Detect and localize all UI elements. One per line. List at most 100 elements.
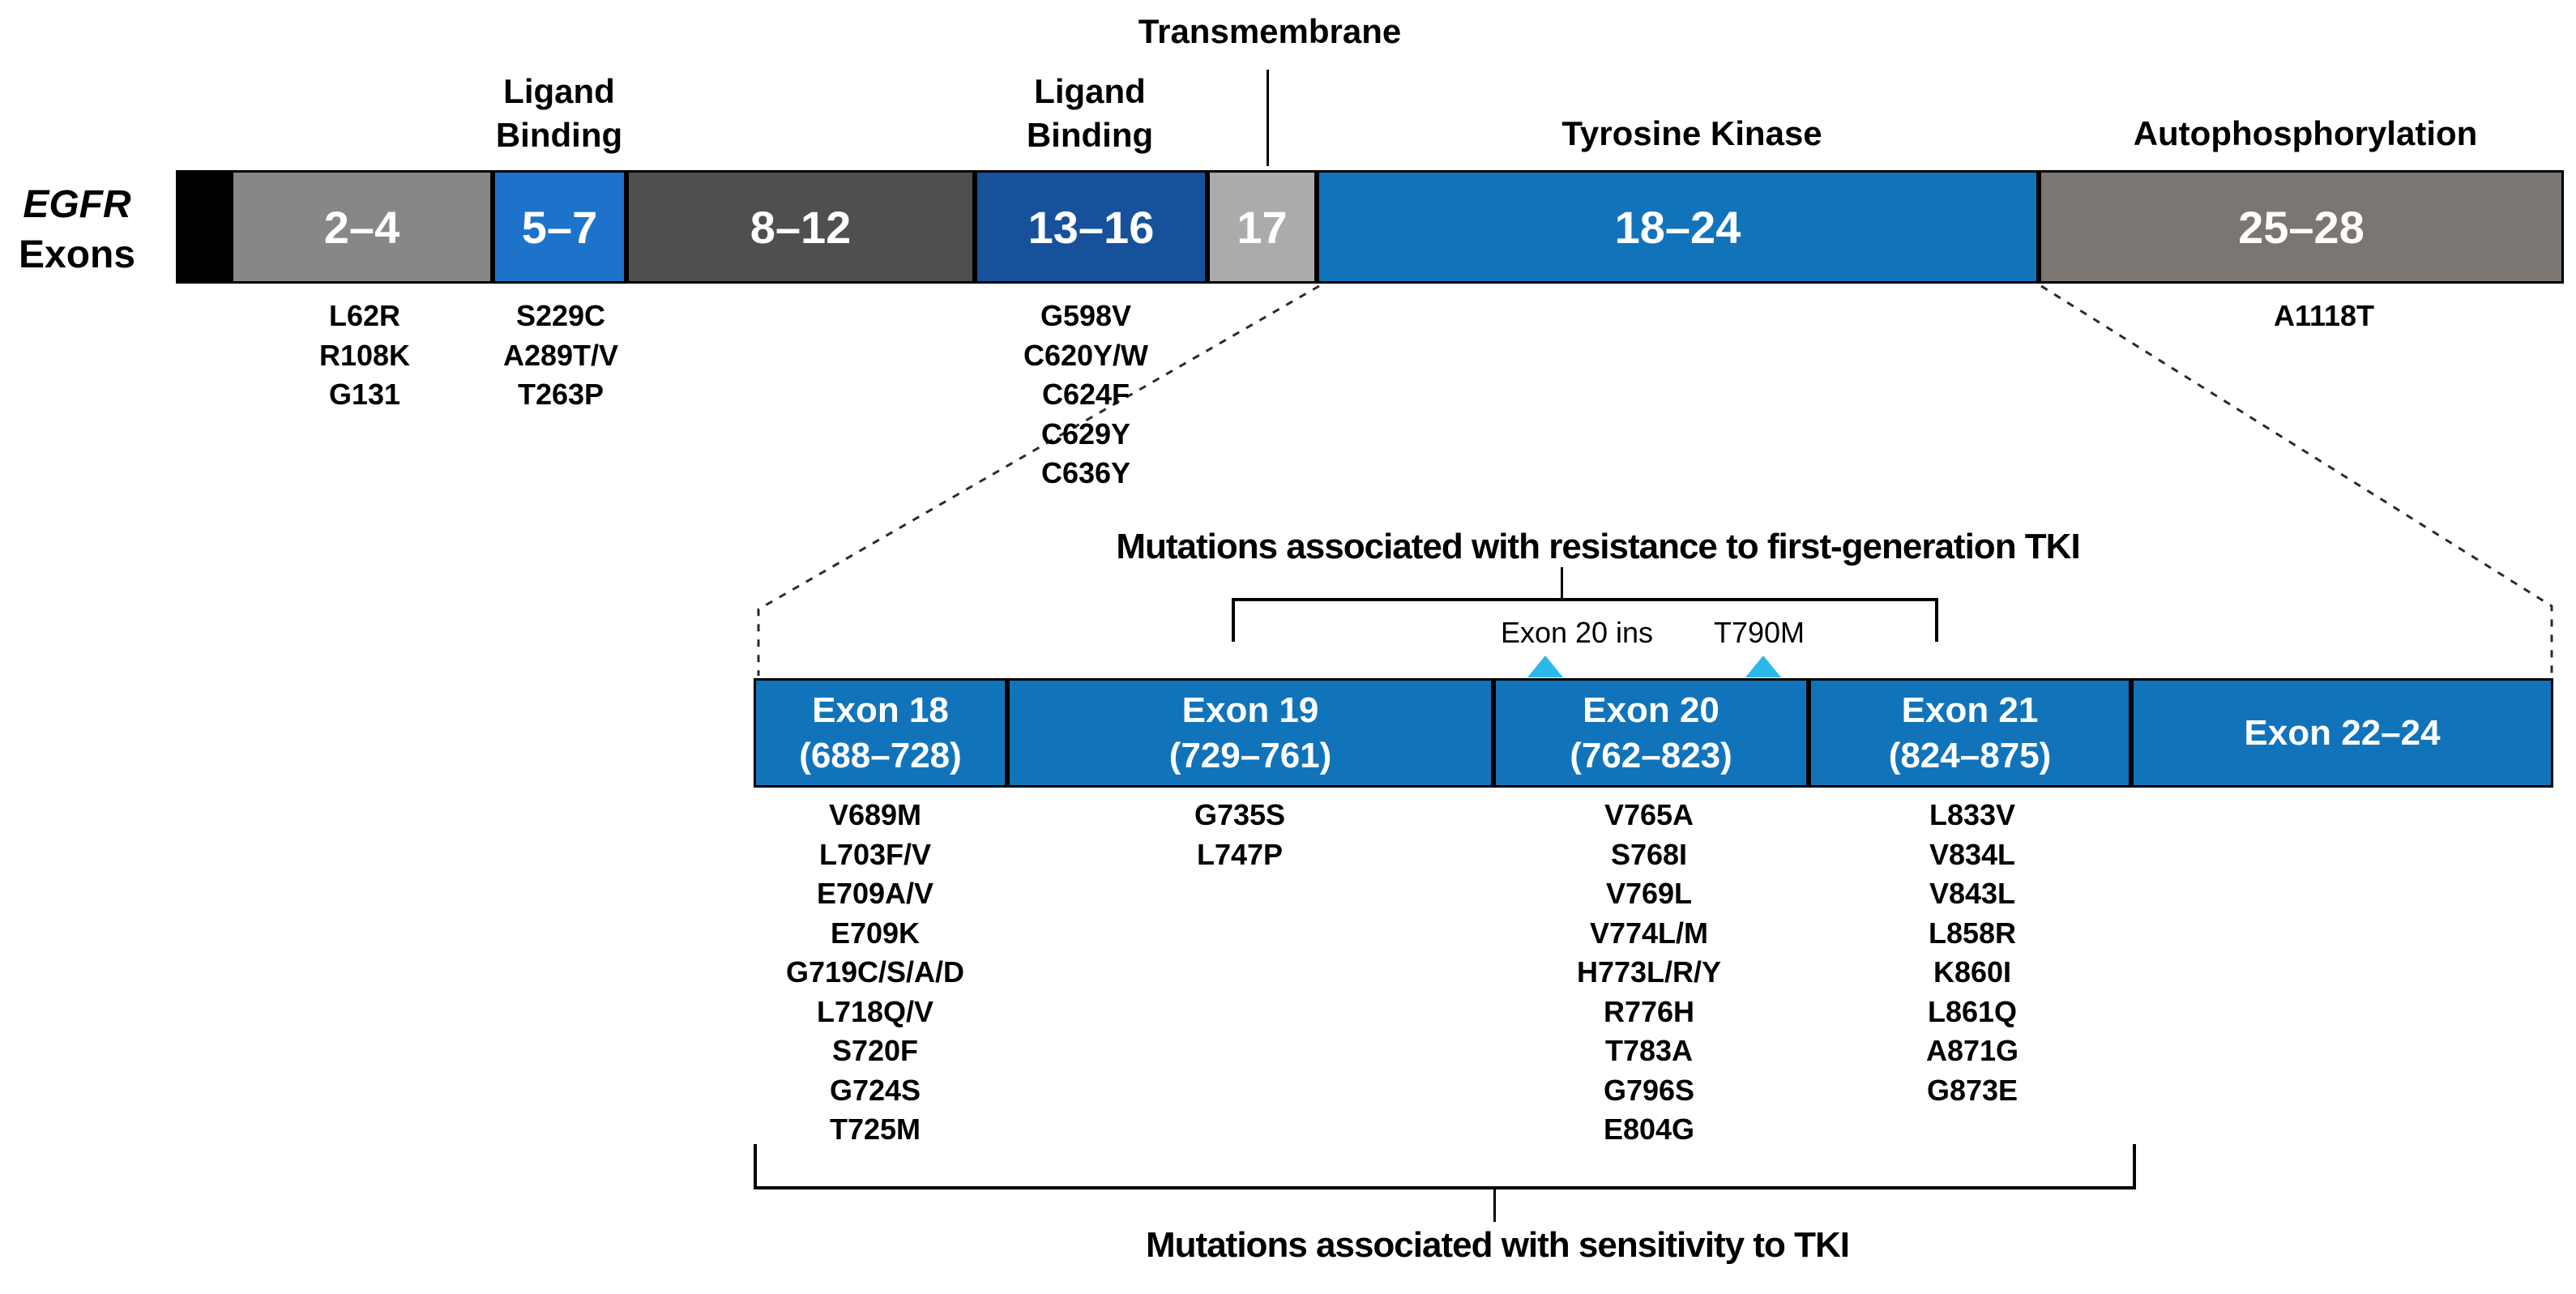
- exon-segment-5-7: 5–7: [493, 170, 626, 284]
- resistance-bracket-right-end: [1935, 598, 1938, 642]
- mutation-label: V769L: [1605, 877, 1693, 910]
- exon-22-24-box: Exon 22–24: [2131, 678, 2553, 788]
- resistance-bracket-left-end: [1232, 598, 1235, 642]
- segment-label: 18–24: [1614, 201, 1741, 253]
- ligand-binding-label-2: Ligand Binding: [1027, 70, 1153, 157]
- mutation-label: T263P: [517, 378, 604, 411]
- mutation-list-exons-2-4: L62R R108K G131: [319, 297, 410, 415]
- mutation-label: G724S: [829, 1073, 921, 1107]
- exon-segment-17: 17: [1207, 170, 1317, 284]
- mutation-label: G796S: [1603, 1073, 1695, 1107]
- ligand-binding-2-line2: Binding: [1026, 116, 1154, 154]
- mutation-label: V843L: [1929, 877, 2016, 910]
- segment-label: 13–16: [1027, 201, 1155, 253]
- exon-segment-leader: [176, 170, 231, 284]
- mutation-label: G873E: [1926, 1073, 2019, 1107]
- exon-box-title: Exon 18: [812, 690, 949, 730]
- egfr-exon-bar: 2–4 5–7 8–12 13–16 17 18–24 25–28: [176, 170, 2564, 284]
- segment-label: 25–28: [2238, 201, 2365, 253]
- mutation-label: G735S: [1194, 798, 1286, 831]
- exon-segment-2-4: 2–4: [231, 170, 493, 284]
- exon-20-box: Exon 20 (762–823): [1493, 678, 1809, 788]
- exon-19-box: Exon 19 (729–761): [1007, 678, 1493, 788]
- mutation-label: L833V: [1929, 798, 2016, 831]
- segment-label: 5–7: [521, 201, 598, 253]
- segment-label: 8–12: [750, 201, 852, 253]
- ligand-binding-label-1: Ligand Binding: [496, 70, 622, 157]
- mutation-label: V689M: [828, 798, 922, 831]
- exon-box-range: (729–761): [1168, 735, 1332, 775]
- mutation-label: V834L: [1929, 837, 2016, 871]
- sensitivity-bracket-center-tick: [1493, 1189, 1496, 1222]
- mutation-label: S229C: [515, 299, 606, 332]
- gene-sub-label: Exons: [18, 233, 136, 276]
- mutation-label: C636Y: [1040, 456, 1131, 489]
- mutation-label: V765A: [1604, 798, 1694, 831]
- sensitivity-bracket-title: Mutations associated with sensitivity to…: [1146, 1225, 1850, 1265]
- mutation-list-exon19: G735S L747P: [1194, 796, 1285, 874]
- mutation-label: C624F: [1041, 378, 1130, 411]
- ligand-binding-2-line1: Ligand: [1034, 72, 1146, 110]
- exon-box-range: (762–823): [1570, 735, 1732, 775]
- resistance-bracket-center-tick: [1561, 567, 1563, 600]
- mutation-label: V774L/M: [1589, 916, 1709, 950]
- mutation-label: G131: [328, 378, 401, 411]
- mutation-label: A871G: [1925, 1034, 2019, 1067]
- autophosphorylation-label: Autophosphorylation: [2133, 114, 2478, 152]
- mutation-label: R776H: [1603, 994, 1695, 1028]
- mutation-label: S768I: [1610, 837, 1688, 871]
- mutation-list-exons-13-16: G598V C620Y/W C624F C629Y C636Y: [1023, 297, 1148, 493]
- sensitivity-bracket-right-end: [2133, 1144, 2136, 1189]
- mutation-label: E709K: [830, 916, 921, 950]
- exon-18-box: Exon 18 (688–728): [754, 678, 1007, 788]
- sensitivity-bracket-left-end: [754, 1144, 757, 1189]
- mutation-label: C629Y: [1040, 416, 1131, 451]
- segment-label: 2–4: [323, 201, 400, 253]
- exon-box-title: Exon 21: [1901, 690, 2039, 730]
- mutation-label: L747P: [1196, 837, 1284, 871]
- mutation-label: S720F: [831, 1034, 919, 1067]
- mutation-label: L858R: [1928, 916, 2017, 950]
- exon-segment-13-16: 13–16: [975, 170, 1207, 284]
- mutation-label: T725M: [829, 1112, 921, 1146]
- exon-box-range: (688–728): [799, 735, 962, 775]
- exon-box-title: Exon 22–24: [2244, 712, 2441, 753]
- transmembrane-label: Transmembrane: [1138, 12, 1402, 50]
- mutation-label: T783A: [1604, 1034, 1694, 1067]
- t790m-label: T790M: [1713, 616, 1805, 649]
- mutation-label: K860I: [1933, 955, 2012, 989]
- mutation-label: L62R: [328, 299, 401, 332]
- resistance-bracket-line: [1232, 598, 1938, 601]
- mutation-list-exons-5-7: S229C A289T/V T263P: [503, 297, 618, 415]
- mutation-list-exons-25-28: A1118T: [2274, 297, 2374, 336]
- mutation-label: H773L/R/Y: [1576, 955, 1722, 989]
- mutation-label: L718Q/V: [816, 994, 934, 1028]
- transmembrane-pointer-line: [1267, 70, 1269, 166]
- t790m-marker-triangle-icon: [1745, 656, 1781, 677]
- mutation-label: A289T/V: [502, 338, 619, 372]
- mutation-label: E709A/V: [816, 877, 934, 910]
- exon-21-box: Exon 21 (824–875): [1809, 678, 2131, 788]
- exon-box-title: Exon 20: [1583, 690, 1719, 730]
- tyrosine-kinase-label: Tyrosine Kinase: [1561, 114, 1822, 152]
- resistance-bracket-title: Mutations associated with resistance to …: [1116, 527, 2080, 566]
- mutation-label: G719C/S/A/D: [785, 955, 965, 989]
- exon-segment-18-24: 18–24: [1317, 170, 2039, 284]
- mutation-label: L703F/V: [818, 837, 932, 871]
- ligand-binding-1-line1: Ligand: [503, 72, 615, 110]
- mutation-label: A1118T: [2273, 299, 2375, 332]
- exon20-ins-label: Exon 20 ins: [1500, 616, 1654, 649]
- kinase-exon-bar: Exon 18 (688–728) Exon 19 (729–761) Exon…: [754, 678, 2553, 788]
- exon-segment-8-12: 8–12: [626, 170, 975, 284]
- exon-box-range: (824–875): [1888, 735, 2052, 775]
- exon-segment-25-28: 25–28: [2039, 170, 2564, 284]
- ligand-binding-1-line2: Binding: [495, 116, 623, 154]
- mutation-list-exon21: L833V V834L V843L L858R K860I L861Q A871…: [1926, 796, 2019, 1110]
- sensitivity-bracket-line: [754, 1186, 2136, 1189]
- mutation-label: C620Y/W: [1023, 338, 1149, 372]
- exon-box-title: Exon 19: [1181, 690, 1319, 730]
- exon20-ins-marker-triangle-icon: [1527, 656, 1563, 677]
- gene-label: EGFR Exons: [19, 180, 135, 280]
- segment-label: 17: [1237, 201, 1288, 253]
